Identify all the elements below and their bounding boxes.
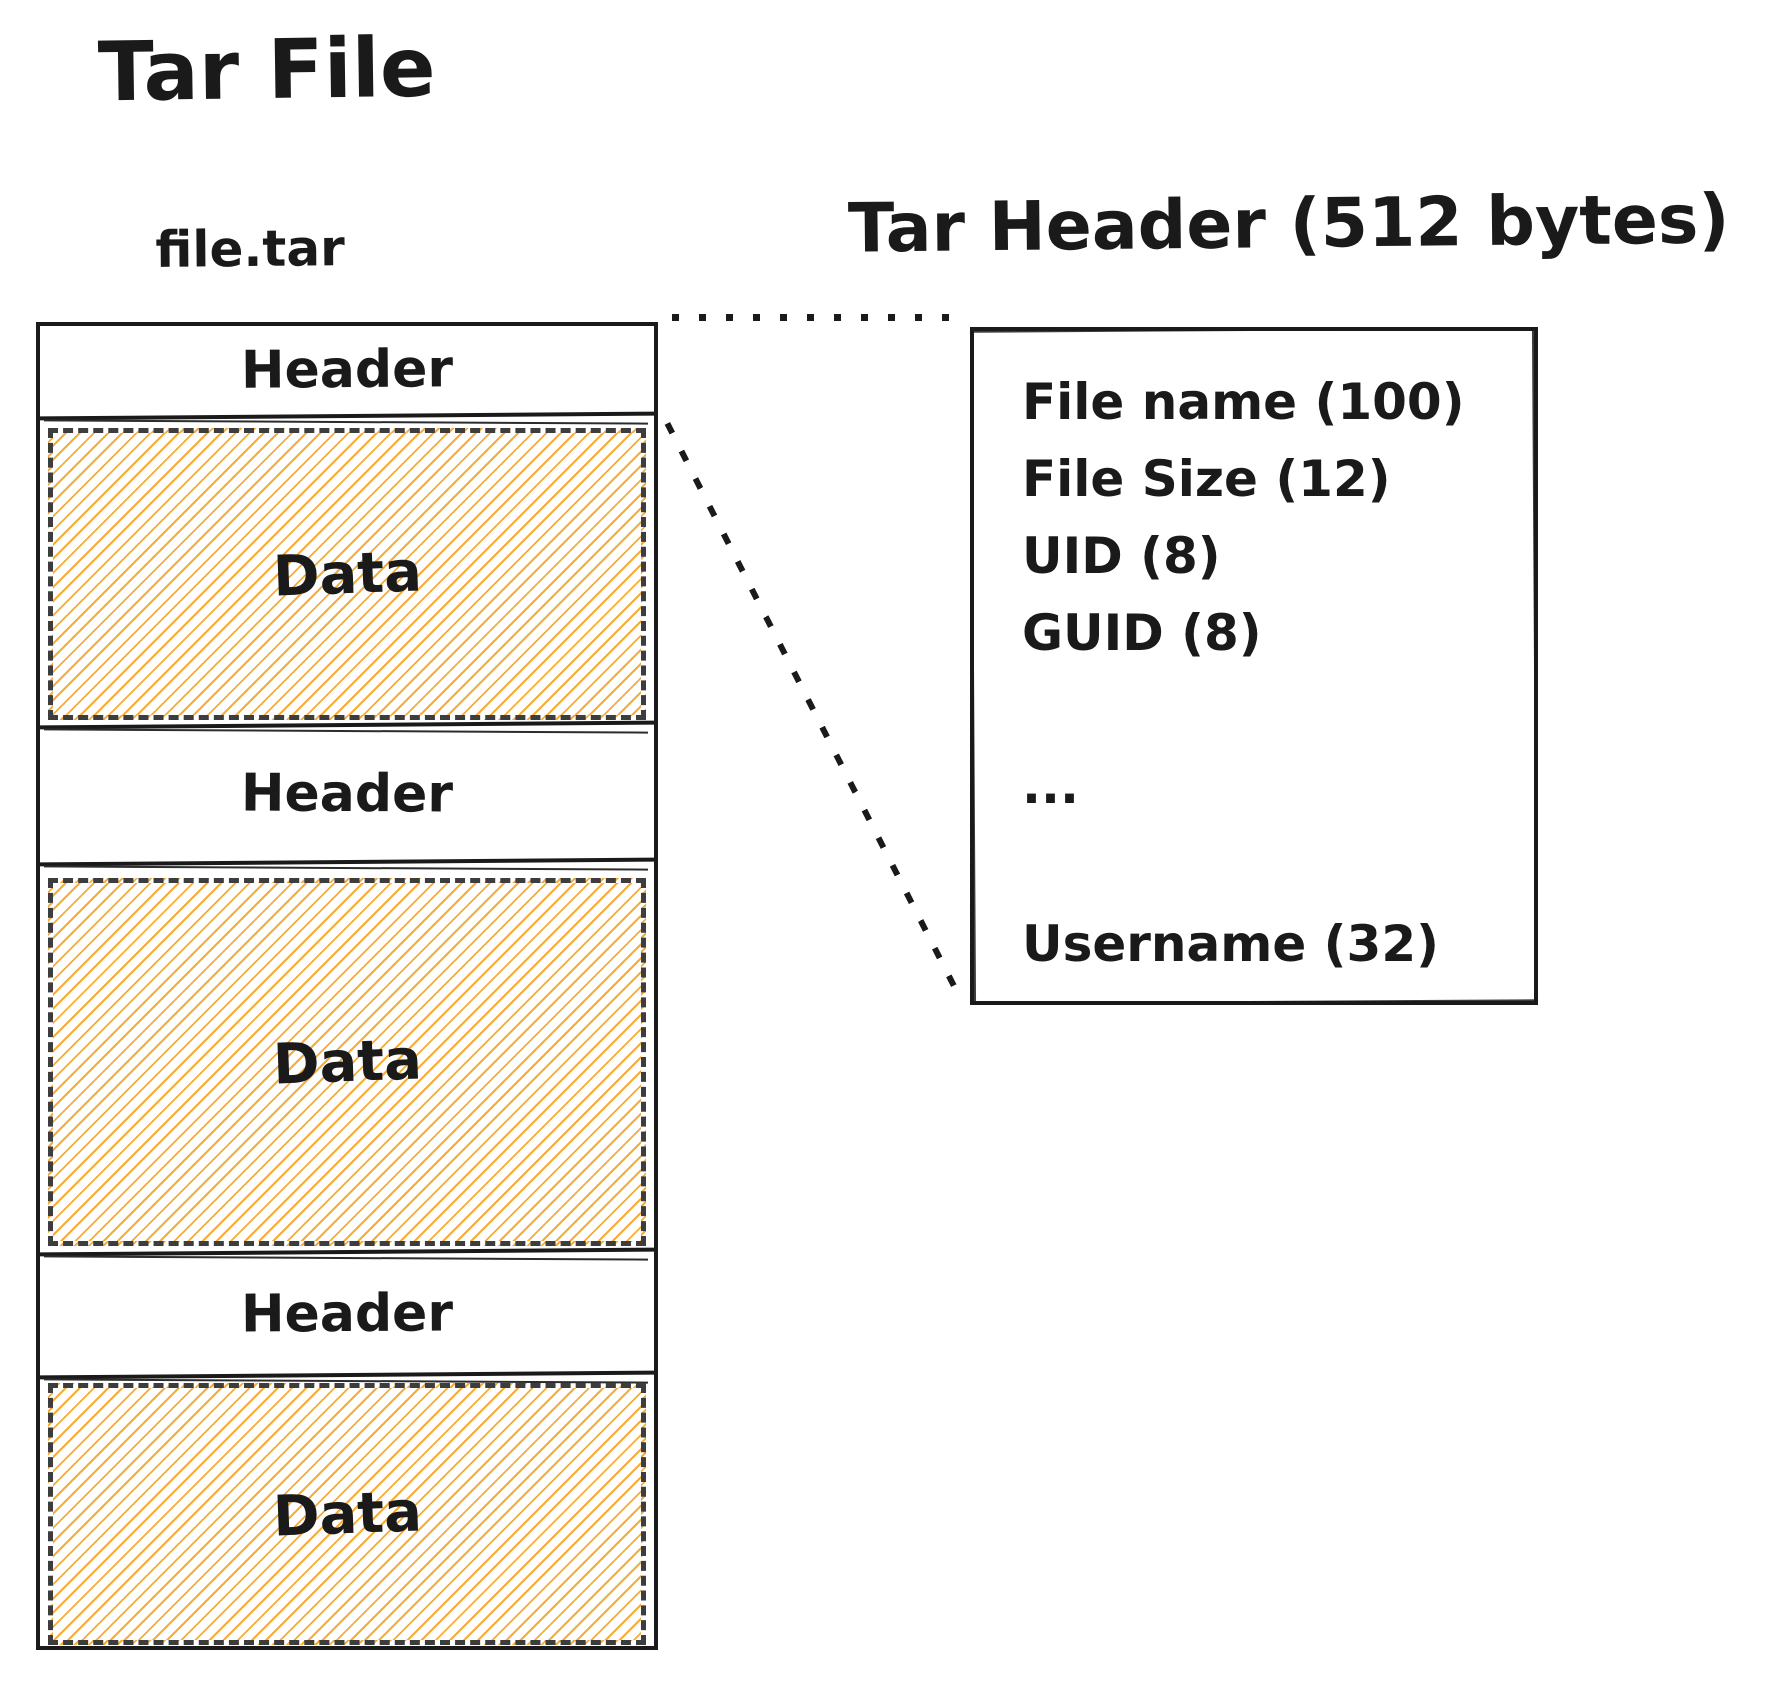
header-block-3: Header (240, 1283, 454, 1345)
dotted-connector-diagonal (664, 422, 965, 1003)
separator (39, 411, 655, 425)
field-file-name: File name (100) (1022, 373, 1465, 431)
field-guid: GUID (8) (1022, 604, 1262, 662)
data-block-1: Data (48, 428, 646, 720)
tar-file-column: Header Data Header Data Header Data (36, 322, 658, 1650)
tar-header-title: Tar Header (512 bytes) (847, 180, 1730, 269)
separator (39, 720, 655, 734)
data-block-2: Data (48, 878, 646, 1246)
data-block-label: Data (271, 1478, 423, 1550)
data-block-label: Data (271, 538, 423, 610)
separator (39, 857, 655, 871)
header-block-1: Header (240, 339, 454, 401)
dotted-connector-top (672, 314, 964, 321)
file-tar-label: file.tar (155, 219, 345, 279)
field-ellipsis: ... (1022, 757, 1079, 815)
field-file-size: File Size (12) (1022, 450, 1391, 508)
separator (39, 1247, 655, 1261)
diagram-title: Tar File (97, 20, 437, 121)
separator (39, 1370, 655, 1384)
tar-header-box: File name (100) File Size (12) UID (8) G… (970, 327, 1538, 1005)
data-block-3: Data (48, 1383, 646, 1645)
field-username: Username (32) (1022, 915, 1439, 973)
data-block-label: Data (271, 1026, 423, 1098)
field-uid: UID (8) (1022, 527, 1221, 585)
header-block-2: Header (240, 763, 454, 825)
